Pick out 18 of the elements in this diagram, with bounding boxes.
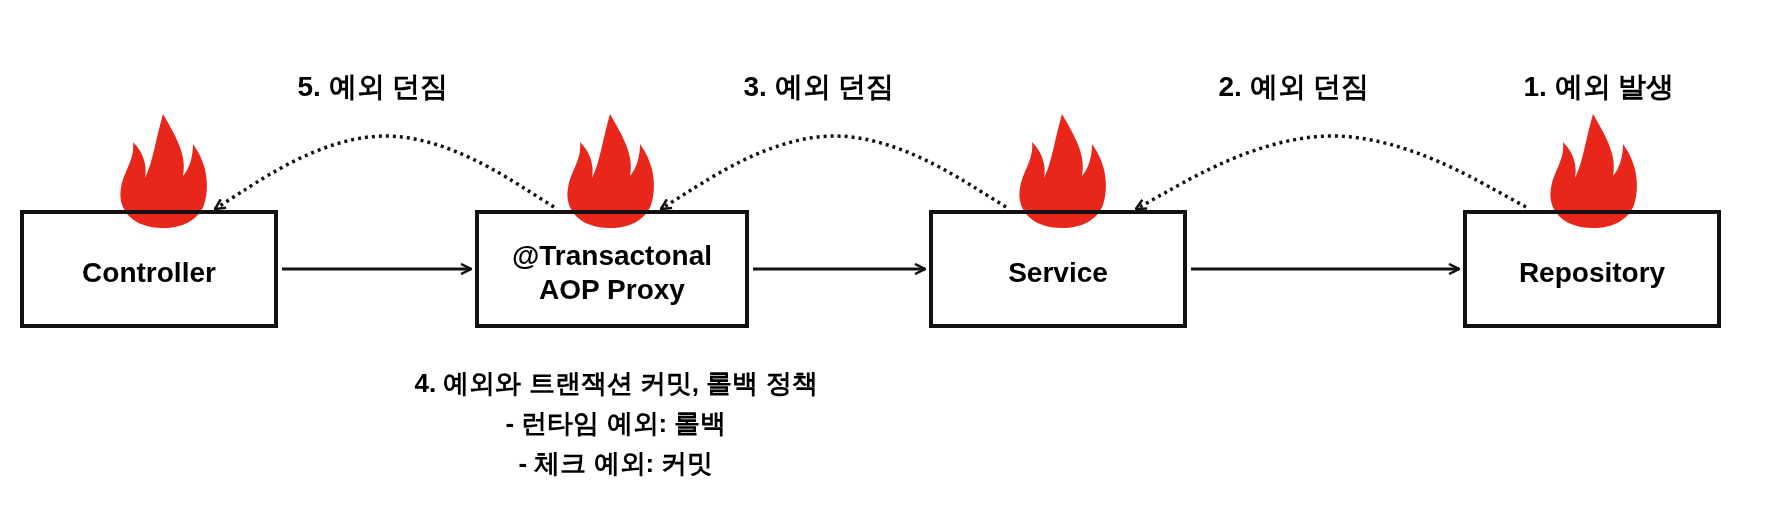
- policy-note: 4. 예외와 트랜잭션 커밋, 롤백 정책: [414, 368, 818, 400]
- box-label: @Transactonal AOP Proxy: [510, 239, 713, 307]
- step-label: 1. 예외 발생: [1522, 70, 1676, 104]
- dotted-arrow: [659, 134, 1007, 211]
- box-label: Controller: [82, 256, 216, 290]
- component-box: [475, 210, 749, 328]
- box-label: Repository: [1518, 256, 1666, 290]
- policy-note: - 체크 예외: 커밋: [518, 448, 714, 480]
- dotted-arrow: [1134, 134, 1527, 211]
- component-box: [20, 210, 278, 328]
- arrow: [282, 262, 473, 276]
- arrow: [1191, 262, 1461, 276]
- component-box: [929, 210, 1187, 328]
- dotted-arrow: [213, 134, 555, 211]
- policy-note: - 런타임 예외: 롤백: [505, 408, 727, 440]
- component-box: [1463, 210, 1721, 328]
- arrow: [753, 262, 927, 276]
- box-label: Service: [1008, 256, 1108, 290]
